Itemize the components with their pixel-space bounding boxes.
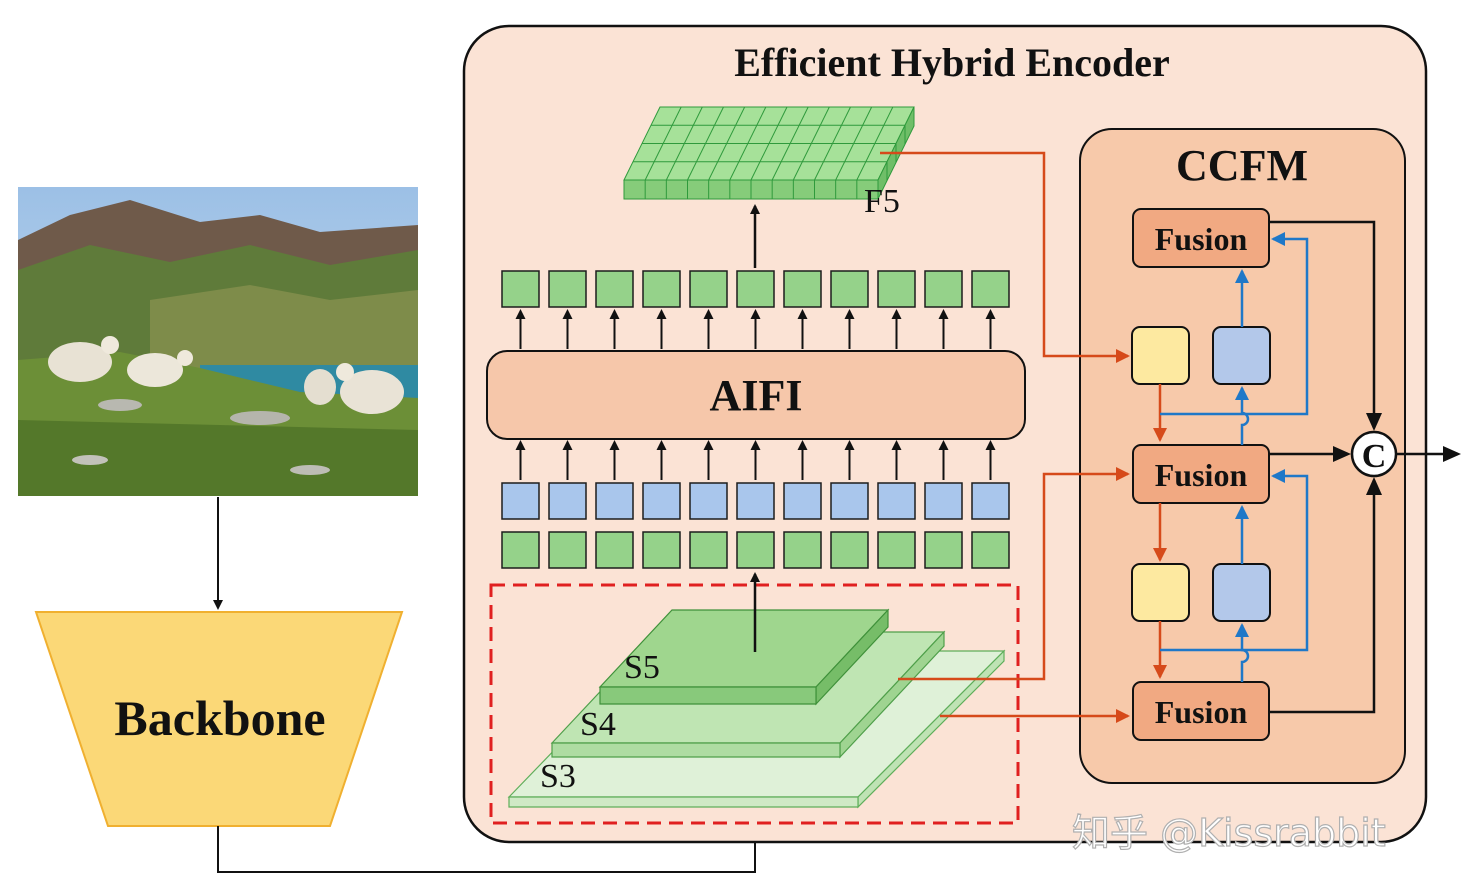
ccfm-title: CCFM — [1176, 141, 1308, 190]
yellow-box-upper — [1131, 326, 1190, 385]
position-embedding-token-row — [501, 482, 1010, 520]
stage-s3-label: S3 — [540, 758, 576, 795]
blue-box-upper — [1212, 326, 1271, 385]
concat-input-arrows — [1269, 220, 1382, 714]
blue-box-lower — [1212, 563, 1271, 622]
backbone-label: Backbone — [114, 690, 325, 746]
f5-feature-grid — [623, 106, 915, 200]
position-token — [971, 482, 1010, 520]
input-token — [642, 531, 681, 569]
output-token — [548, 270, 587, 308]
output-token — [971, 270, 1010, 308]
output-token — [642, 270, 681, 308]
output-token — [783, 270, 822, 308]
input-token — [924, 531, 963, 569]
yellow-box-lower — [1131, 563, 1190, 622]
output-token — [924, 270, 963, 308]
encoder-title: Efficient Hybrid Encoder — [734, 40, 1170, 85]
watermark: 知乎 @Kissrabbit — [1072, 811, 1386, 855]
stage-s4-label: S4 — [580, 706, 616, 743]
backbone-block — [34, 611, 404, 827]
fusion-block-top — [1132, 208, 1270, 268]
output-token — [595, 270, 634, 308]
aifi-label: AIFI — [710, 371, 803, 420]
blue-connection-arrows — [1160, 232, 1309, 682]
concat-label: C — [1362, 438, 1387, 475]
output-token — [689, 270, 728, 308]
position-token — [783, 482, 822, 520]
input-token — [971, 531, 1010, 569]
position-token — [501, 482, 540, 520]
position-token — [736, 482, 775, 520]
output-token-row — [501, 270, 1010, 308]
input-token — [689, 531, 728, 569]
position-token — [642, 482, 681, 520]
output-token — [830, 270, 869, 308]
position-token — [877, 482, 916, 520]
input-token — [595, 531, 634, 569]
position-token — [924, 482, 963, 520]
input-token — [548, 531, 587, 569]
position-token — [595, 482, 634, 520]
input-token — [736, 531, 775, 569]
output-token — [736, 270, 775, 308]
input-token-row — [501, 531, 1010, 569]
input-token — [877, 531, 916, 569]
input-token — [830, 531, 869, 569]
fusion-block-middle — [1132, 444, 1270, 504]
aifi-input-arrows — [515, 440, 996, 480]
fusion-label-top: Fusion — [1155, 221, 1248, 257]
backbone-features-dashed-box — [489, 583, 1020, 825]
aifi-block — [486, 350, 1026, 440]
input-image — [18, 187, 418, 496]
fusion-label-bottom: Fusion — [1155, 694, 1248, 730]
aifi-output-arrows — [515, 309, 996, 349]
input-token — [783, 531, 822, 569]
fusion-label-middle: Fusion — [1155, 457, 1248, 493]
position-token — [689, 482, 728, 520]
f5-label: F5 — [864, 183, 900, 220]
stage-s5-label: S5 — [624, 649, 660, 686]
stage-s5-layer — [598, 608, 890, 706]
output-token — [877, 270, 916, 308]
position-token — [830, 482, 869, 520]
output-token — [501, 270, 540, 308]
position-token — [548, 482, 587, 520]
input-token — [501, 531, 540, 569]
